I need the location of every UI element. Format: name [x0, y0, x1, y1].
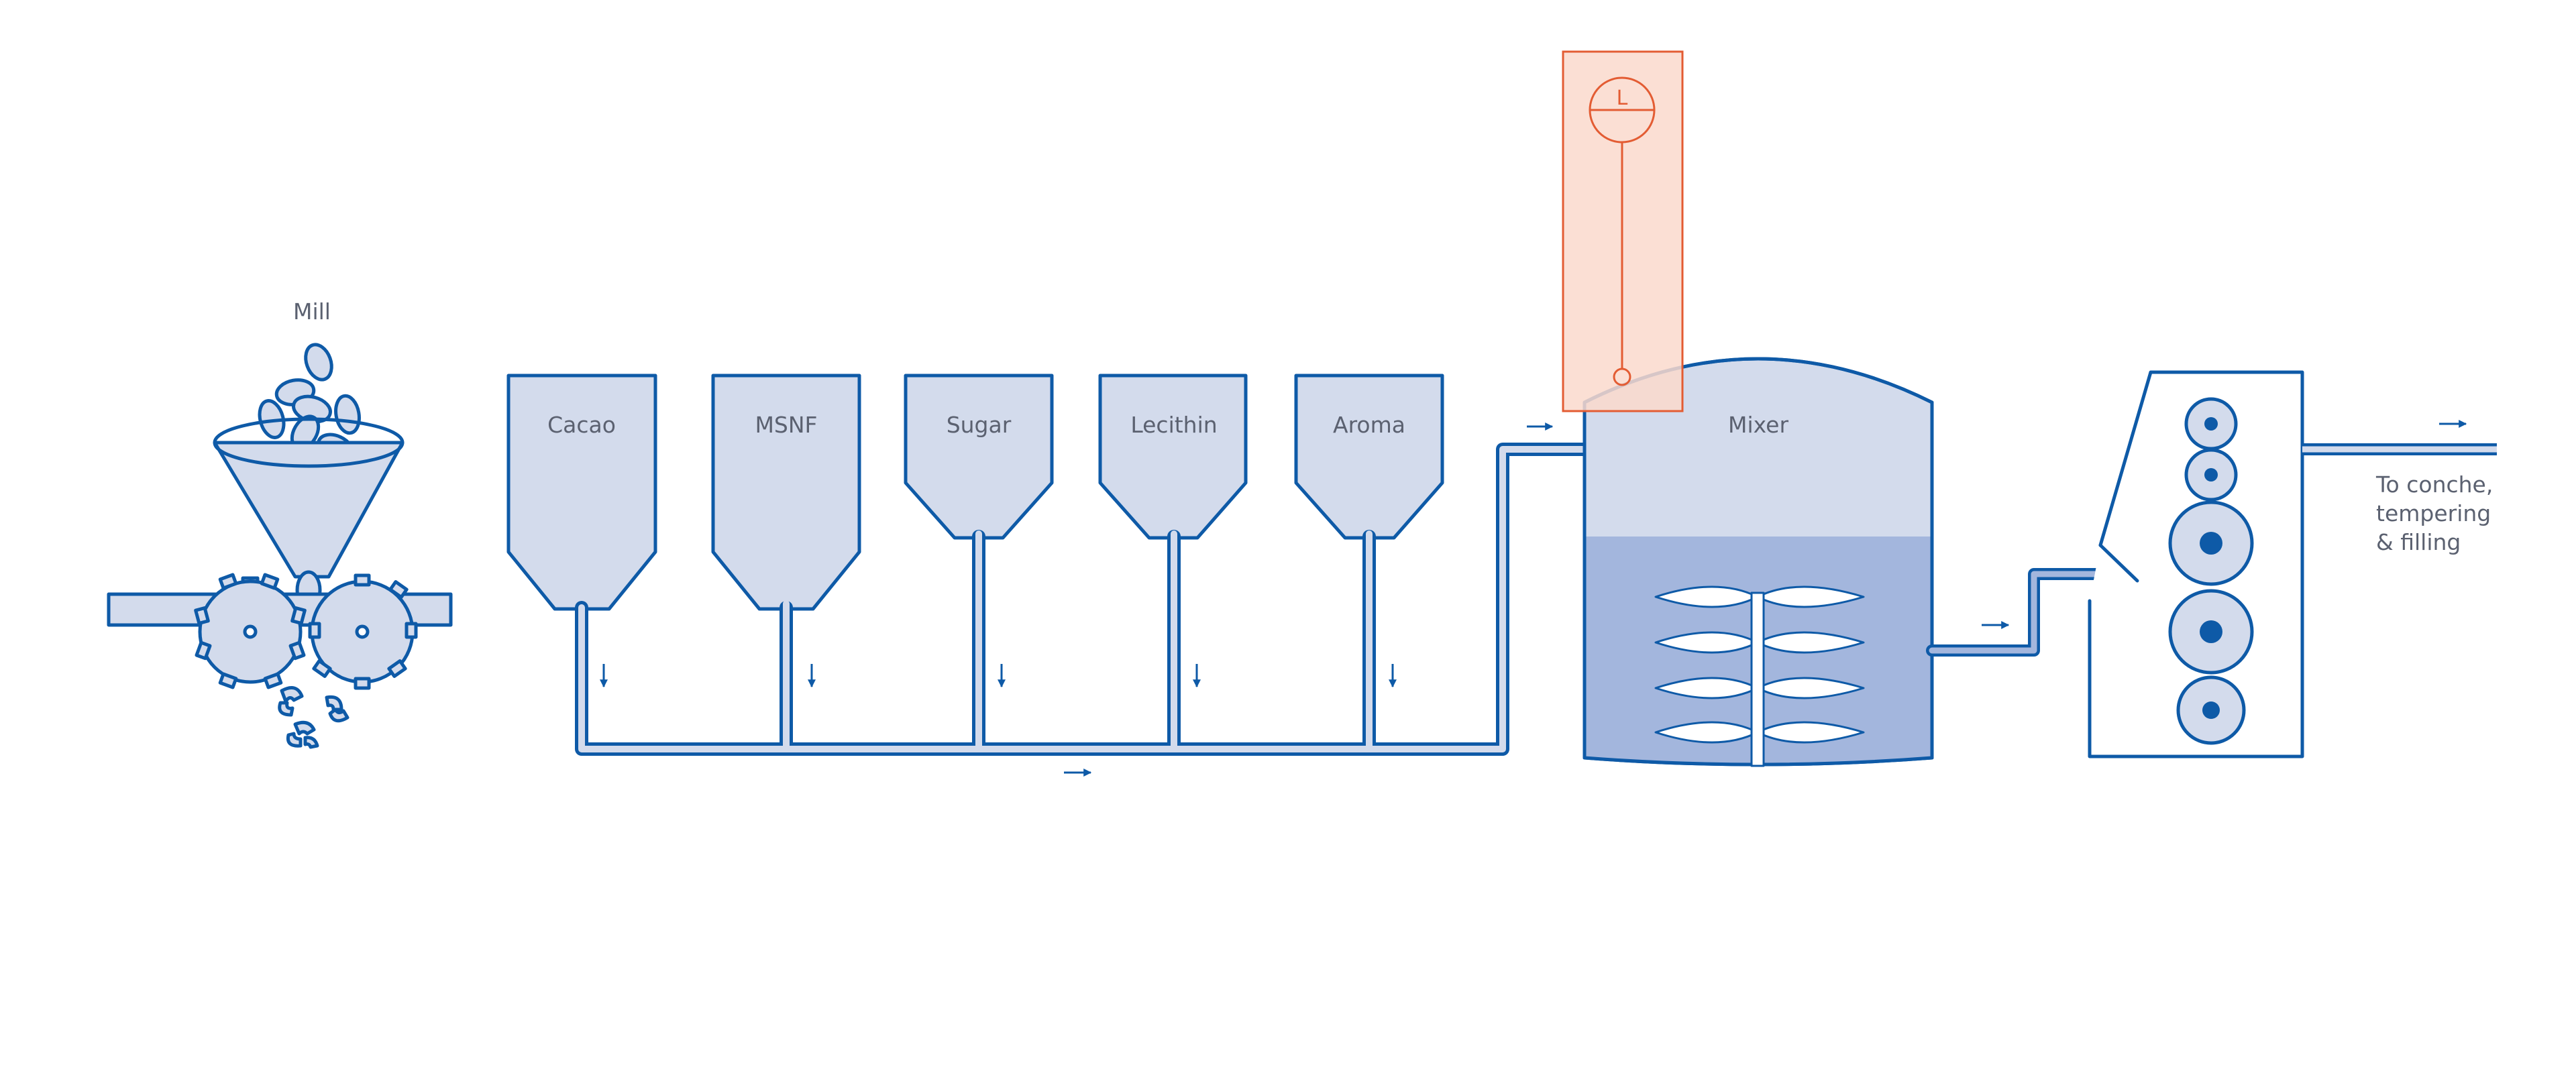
mixer-label: Mixer: [1728, 412, 1788, 438]
level-sensor-symbol: L: [1617, 87, 1628, 110]
mill-roller-left: [198, 576, 303, 684]
mill-label: Mill: [293, 298, 331, 325]
mixer: Mixer: [1582, 357, 1934, 767]
silo-sugar-label: Sugar: [947, 412, 1012, 438]
refiner: [2088, 370, 2304, 758]
silo-lecithin-label: Lecithin: [1130, 412, 1217, 438]
silo-sugar: Sugar: [904, 374, 1054, 540]
agitator-shaft: [1750, 591, 1765, 767]
mill-hopper-rim: [213, 417, 405, 468]
silos: Cacao MSNF Sugar Lecithin Aroma: [506, 374, 1444, 611]
silo-msnf-label: MSNF: [755, 412, 817, 438]
level-sensor: L: [1562, 50, 1684, 412]
output-label-line1: To conche,: [2375, 471, 2493, 498]
output-label: To conche, tempering & filling: [2375, 471, 2493, 555]
output-label-line2: tempering: [2376, 500, 2491, 526]
output-label-line3: & filling: [2376, 529, 2461, 555]
roller-teeth: [194, 573, 418, 690]
feed-piping: [575, 443, 1593, 756]
silo-lecithin: Lecithin: [1098, 374, 1248, 540]
silo-cacao: Cacao: [506, 374, 657, 611]
mill: Mill: [107, 298, 453, 749]
crushed-beans: [278, 686, 350, 749]
flow-arrows: [600, 420, 2467, 777]
mixer-agitator: [1654, 585, 1865, 767]
silo-cacao-label: Cacao: [547, 412, 616, 438]
silo-aroma-label: Aroma: [1333, 412, 1405, 438]
mill-hopper: [213, 441, 405, 579]
refiner-roll-hubs: [2200, 417, 2222, 719]
beans-in: [258, 343, 361, 463]
silo-aroma: Aroma: [1294, 374, 1444, 540]
silo-msnf: MSNF: [711, 374, 861, 611]
